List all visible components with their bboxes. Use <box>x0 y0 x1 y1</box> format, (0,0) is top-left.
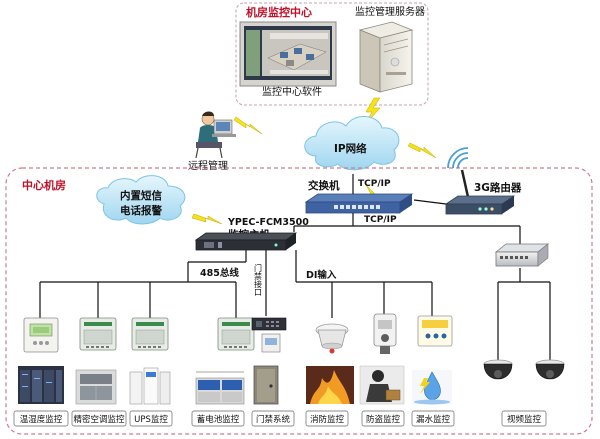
card-reader-icon <box>251 317 287 331</box>
battery-controller-icon <box>217 317 255 351</box>
caption-video: 视频监控 <box>507 414 542 425</box>
monitoring-center-title: 机房监控中心 <box>246 5 312 19</box>
wifi-signal-icon <box>447 147 469 169</box>
ip-network-label: IP网络 <box>334 142 367 155</box>
switch-icon <box>304 193 414 214</box>
caption-water-leak: 漏水监控 <box>416 414 451 425</box>
ip-network-cloud: IP网络 <box>304 116 400 171</box>
caption-anti-theft: 防盗监控 <box>366 414 401 425</box>
remote-admin-label: 远程管理 <box>188 159 228 172</box>
caption-battery: 蓄电池监控 <box>197 414 240 425</box>
door-port-label: 门禁接口 <box>254 263 263 296</box>
connection-lines <box>39 174 551 360</box>
machine-room-title: 中心机房 <box>22 178 66 192</box>
router-icon <box>444 169 516 215</box>
door-photo <box>253 365 279 405</box>
ups-controller-icon <box>131 317 169 351</box>
smoke-detector-icon <box>315 323 349 354</box>
host-model-label: YPEC-FCM3500 <box>227 217 309 228</box>
caption-temp-humidity: 温湿度监控 <box>20 414 63 425</box>
caption-access-control: 门禁系统 <box>256 414 291 425</box>
dome-camera-left-icon <box>483 359 513 380</box>
caption-ups: UPS监控 <box>134 414 168 425</box>
bus-485-label: 485总线 <box>200 267 239 279</box>
fire-photo <box>306 366 354 404</box>
video-server-icon <box>494 243 550 267</box>
ups-cabinets-photo <box>129 367 171 405</box>
water-leak-sensor-icon <box>417 315 453 347</box>
sms-cloud-line2: 电话报警 <box>120 204 162 217</box>
server-racks-photo <box>18 366 64 404</box>
monitor-icon <box>239 21 337 87</box>
di-input-label: DI输入 <box>306 269 337 281</box>
motion-sensor-icon <box>373 313 397 354</box>
temp-humidity-sensor-icon <box>23 317 59 353</box>
battery-bank-photo <box>195 371 245 405</box>
ac-controller-icon <box>79 317 117 351</box>
switch-label: 交换机 <box>308 179 340 192</box>
caption-fire: 消防监控 <box>310 414 345 425</box>
sms-alarm-cloud: 内置短信 电话报警 <box>96 175 186 225</box>
sms-cloud-line1: 内置短信 <box>120 189 162 202</box>
machine-room-box: 中心机房 <box>5 167 593 435</box>
monitoring-host-icon <box>194 232 298 251</box>
tcpip-label-2: TCP/IP <box>364 215 397 225</box>
dome-camera-right-icon <box>535 359 565 380</box>
server-label: 监控管理服务器 <box>355 5 425 18</box>
exit-button-icon <box>261 333 281 353</box>
monitoring-center-box: 机房监控中心 监控管理服务器 监控中心软件 <box>235 2 429 106</box>
server-icon <box>358 21 414 93</box>
caption-boxes: 温湿度监控 精密空调监控 UPS监控 蓄电池监控 门禁系统 消防监控 防盗监控 … <box>13 410 547 427</box>
water-leak-photo <box>412 370 452 405</box>
router-label: 3G路由器 <box>474 181 522 194</box>
tcpip-label-1: TCP/IP <box>358 179 391 189</box>
caption-precision-ac: 精密空调监控 <box>73 414 125 425</box>
remote-admin-figure <box>195 111 236 159</box>
precision-ac-photo <box>75 369 117 405</box>
thief-photo <box>359 365 405 405</box>
software-label: 监控中心软件 <box>262 85 322 98</box>
